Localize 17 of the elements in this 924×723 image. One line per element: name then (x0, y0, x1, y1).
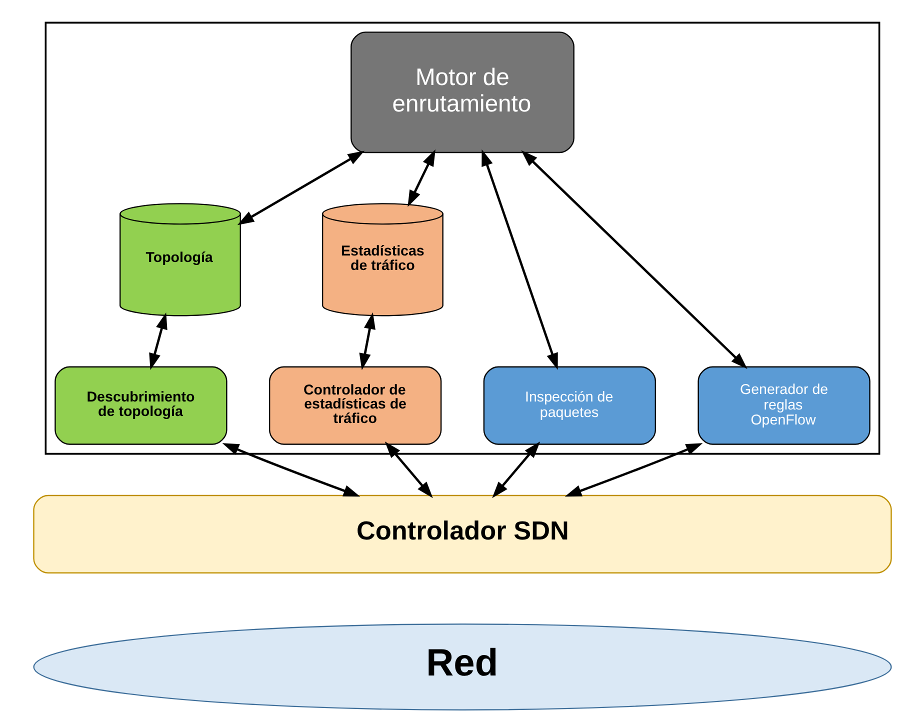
arrow (222, 443, 360, 497)
arrow (148, 312, 167, 370)
node-box: Descubrimiento de topología (54, 366, 227, 445)
node-box: Generador de reglas OpenFlow (697, 366, 870, 445)
arrow (564, 443, 702, 497)
node-box: Controlador de estadísticas de tráfico (268, 366, 442, 445)
arrow (481, 149, 558, 370)
arrow (520, 150, 747, 369)
node-box: Motor de enrutamiento (350, 32, 574, 154)
arrow (358, 312, 375, 370)
arrow (384, 442, 432, 498)
arrow (407, 149, 435, 207)
arrow (492, 442, 540, 498)
node-ellipse: Red (32, 624, 892, 710)
arrow (236, 150, 364, 226)
node-box: Inspección de paquetes (482, 366, 656, 445)
node-box: Controlador SDN (32, 494, 892, 574)
